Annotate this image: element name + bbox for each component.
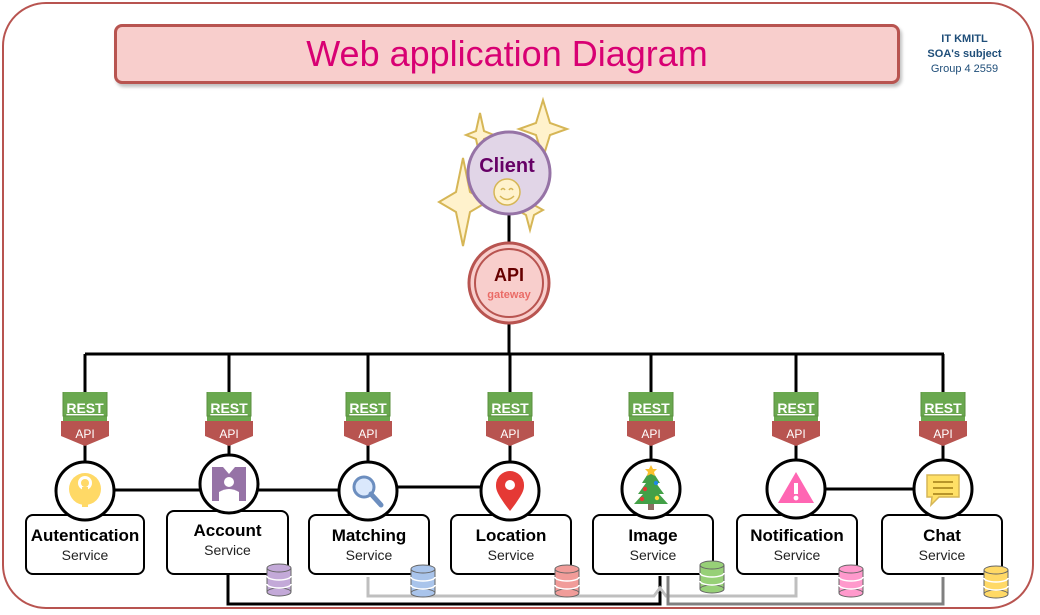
account-image-link [226,572,662,606]
service-box-image: Image Service [592,514,714,575]
api-label: API [219,427,238,441]
service-sub: Service [204,542,251,558]
rest-label: REST [349,400,387,416]
api-label: API [500,427,519,441]
credits-note: IT KMITL SOA's subject Group 4 2559 [912,32,1017,77]
connector-lines [83,214,945,606]
rest-api-badge: REST API [344,392,392,446]
image-chat-link [666,576,945,606]
credits-line-2: SOA's subject [927,48,1002,60]
rest-label: REST [632,400,670,416]
rest-label: REST [777,400,815,416]
rest-label: REST [210,400,248,416]
service-name: Location [475,526,547,545]
matching-notification-link [366,577,798,598]
gateway-label: API [494,265,524,285]
title-banner: Web application Diagram [114,24,900,84]
rest-label: REST [924,400,962,416]
service-sub: Service [918,547,966,563]
api-label: API [358,427,377,441]
service-box-chat: Chat Service [881,514,1003,575]
rest-label: REST [66,400,104,416]
api-label: API [75,427,94,441]
service-sub: Service [629,547,677,563]
service-sub: Service [773,547,821,563]
service-name: Image [628,526,678,545]
credits-line-3: Group 4 2559 [930,63,999,75]
service-sub: Service [345,547,393,563]
api-gateway-node: API gateway [467,241,551,325]
api-label: API [786,427,805,441]
smiley-icon [493,178,521,206]
service-name: Autentication [30,526,140,545]
rest-label: REST [491,400,529,416]
api-label: API [641,427,660,441]
service-name: Matching [331,526,407,545]
service-name: Notification [750,526,844,545]
service-name: Chat [923,526,961,545]
service-sub: Service [61,547,109,563]
service-sub: Service [487,547,535,563]
service-box-location: Location Service [450,514,572,575]
gateway-sublabel: gateway [487,289,531,301]
client-node: Client [466,130,552,216]
service-name: Account [193,521,262,540]
rest-api-badge: REST API [919,392,967,446]
diagram-title: Web application Diagram [306,33,708,74]
rest-api-badge: REST API [61,392,109,446]
db-connector-lines [366,577,798,598]
db-connector-lines-dark [666,576,945,606]
credits-line-1: IT KMITL [941,33,988,45]
client-label: Client [479,155,535,177]
service-box-matching: Matching Service [308,514,430,575]
service-box-authentication: Autentication Service [25,514,145,575]
rest-api-badge: REST API [772,392,820,446]
api-label: API [933,427,952,441]
rest-api-badge: REST API [627,392,675,446]
rest-api-badge: REST API [205,392,253,446]
service-box-account: Account Service [166,510,289,575]
rest-api-badge: REST API [486,392,534,446]
service-box-notification: Notification Service [736,514,858,575]
rest-badges: REST API REST API REST API REST API REST API REST A… [61,392,967,446]
